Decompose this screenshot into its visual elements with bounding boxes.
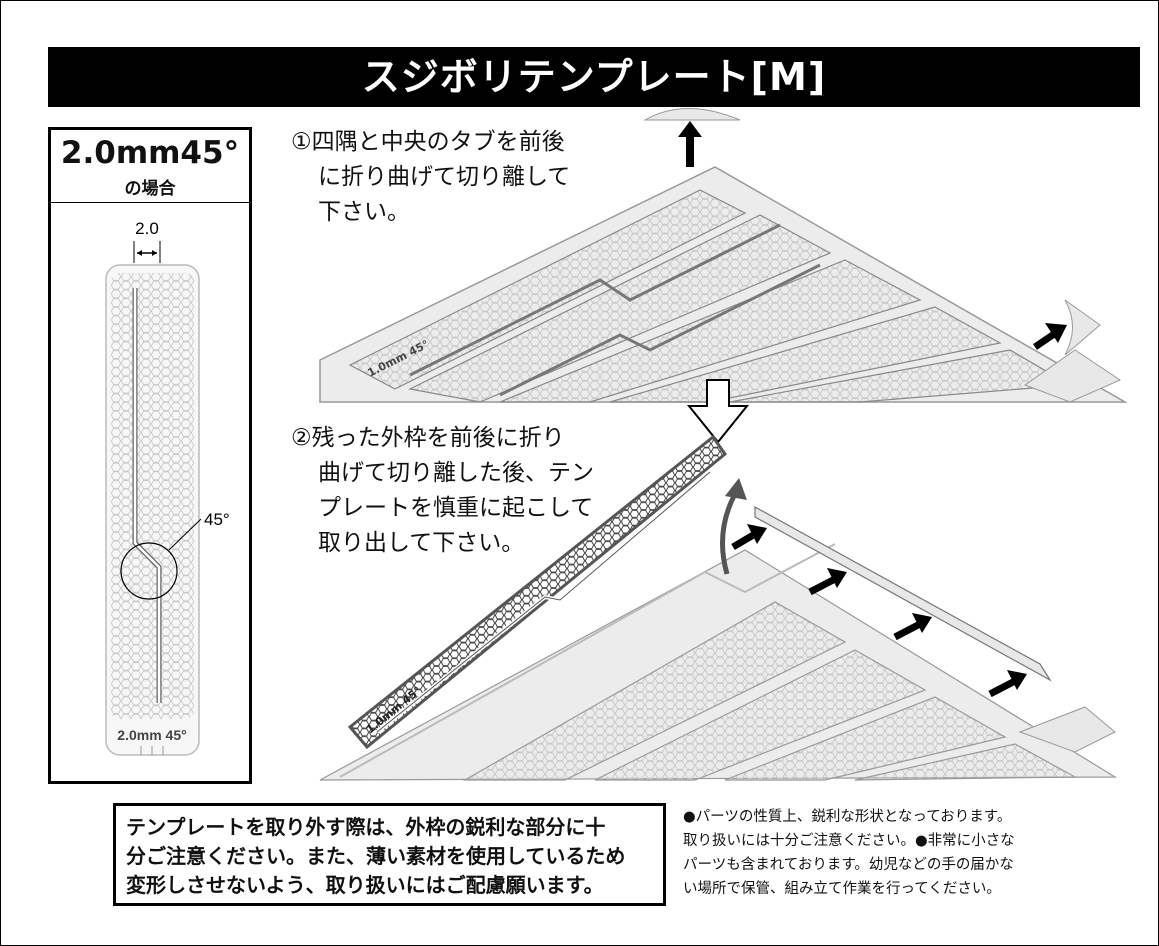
warning-line: 分ご注意ください。また、薄い素材を使用しているため <box>126 842 663 871</box>
template-illustration: 2.0 45° 2.0mm 45° <box>51 203 249 778</box>
warning-box: テンプレートを取り外す際は、外枠の鋭利な部分に十 分ご注意ください。また、薄い素… <box>113 803 666 906</box>
notice-line: ●パーツの性質上、鋭利な形状となっております。 <box>683 805 1063 829</box>
hex-pattern <box>111 273 194 719</box>
arrow-up <box>686 135 694 167</box>
spec-title: 2.0mm45° <box>51 136 249 170</box>
spec-panel: 2.0mm45° の場合 2.0 45° 2.0mm 45° <box>48 127 252 784</box>
notice-line: い場所で保管、組み立て作業を行ってください。 <box>683 877 1063 901</box>
template-label: 2.0mm 45° <box>117 727 186 743</box>
tab-piece <box>645 109 740 121</box>
arrow-right <box>733 534 755 547</box>
angle-label: 45° <box>204 510 230 529</box>
width-label: 2.0 <box>135 219 159 238</box>
safety-notice: ●パーツの性質上、鋭利な形状となっております。 取り扱いには十分ご注意ください。… <box>683 805 1063 901</box>
step1-diagram: 1.0mm 45° <box>300 95 1130 405</box>
notice-line: パーツも含まれております。幼児などの手の届かな <box>683 853 1063 877</box>
notice-line: 取り扱いには十分ご注意ください。●非常に小さな <box>683 829 1063 853</box>
arrow-right <box>810 579 835 592</box>
warning-line: 変形しさせないよう、取り扱いにはご配慮願います。 <box>126 871 663 900</box>
step2-diagram: 1.0mm 45° <box>315 432 1125 782</box>
spec-subtitle: の場合 <box>51 174 249 199</box>
arrow-right <box>990 681 1015 694</box>
arrow-right <box>895 624 920 637</box>
tab-piece <box>1065 300 1100 355</box>
warning-line: テンプレートを取り外す際は、外枠の鋭利な部分に十 <box>126 813 663 842</box>
